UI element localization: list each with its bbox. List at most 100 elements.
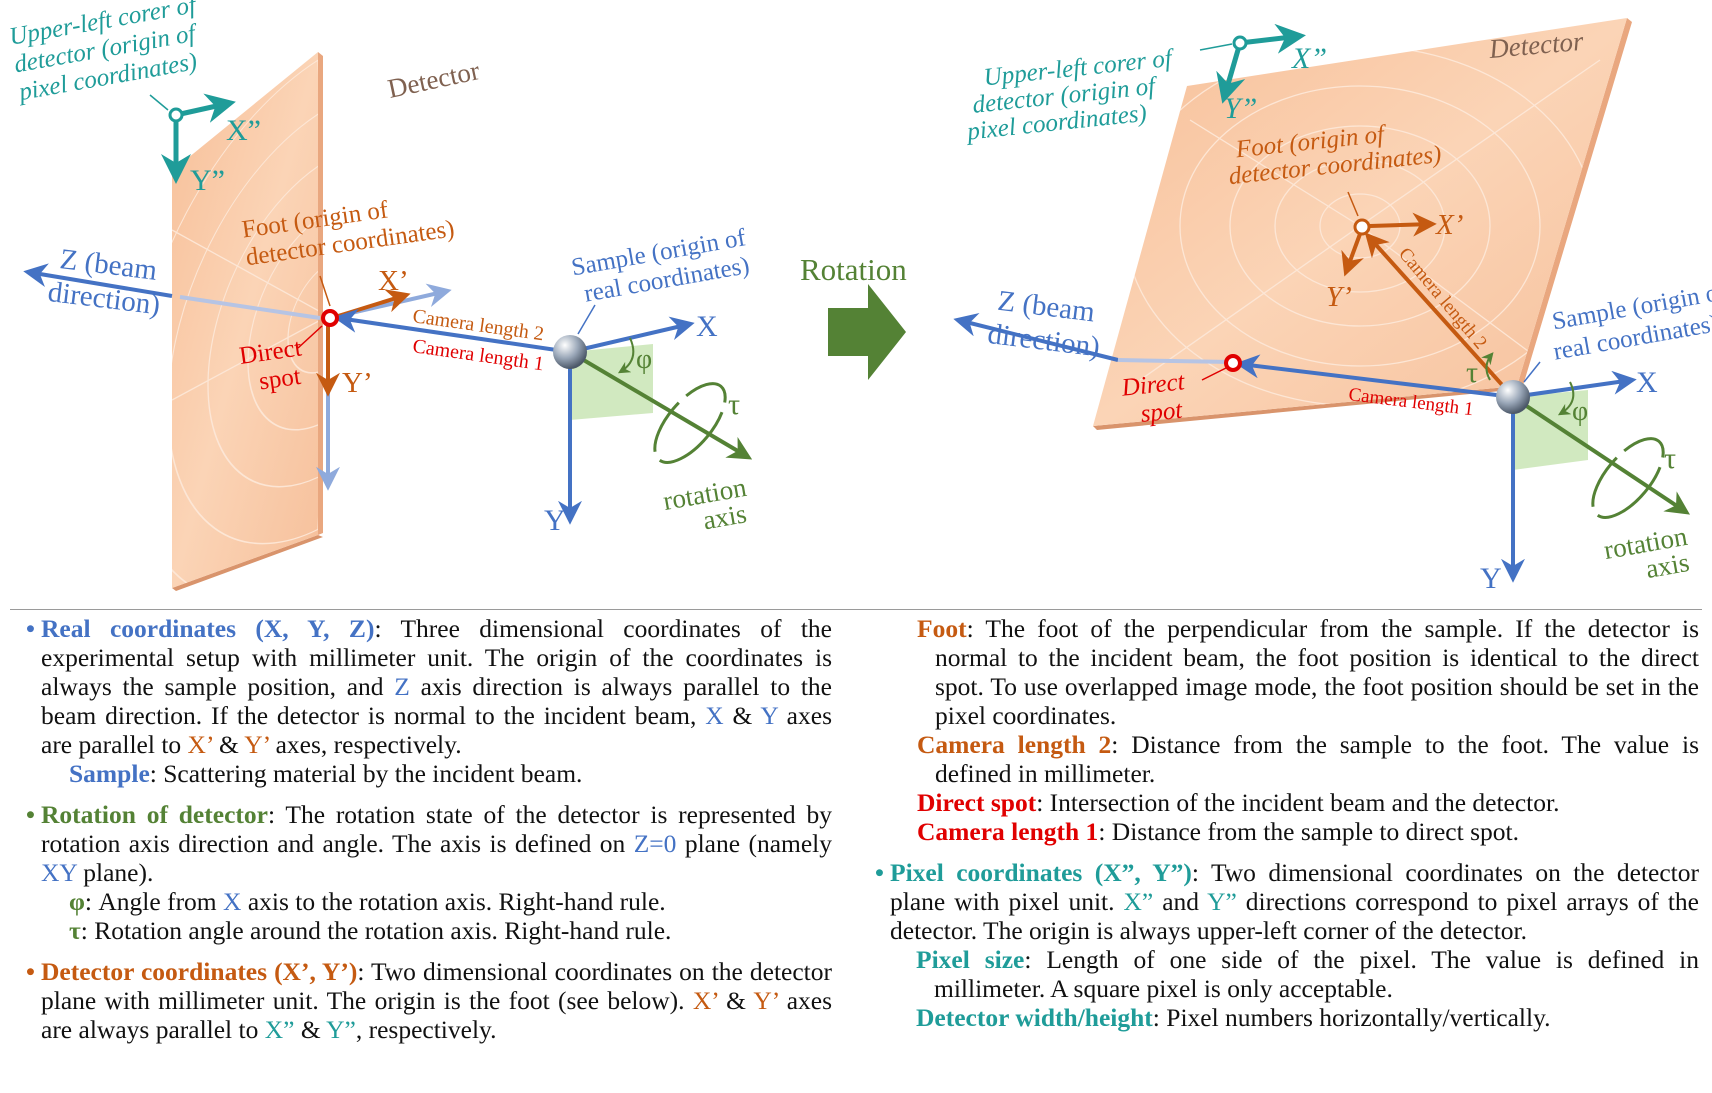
left-y-label: Y <box>544 504 566 537</box>
right-ypp-axis <box>1216 42 1246 104</box>
pixel-coordinates-title: Pixel coordinates (X”, Y”) <box>890 858 1192 887</box>
right-detector-bottom-edge <box>1093 386 1522 430</box>
left-tau-ring <box>653 382 727 464</box>
right-z-label: Z (beam direction) <box>986 285 1102 364</box>
left-xpp-label: X” <box>226 114 261 147</box>
right-rotation-axis-label: rotation axis <box>1602 521 1692 584</box>
right-z-axis-ghost <box>1117 358 1233 364</box>
bullet: • <box>26 957 35 986</box>
left-z-label: Z (beam direction) <box>46 243 162 321</box>
right-corner-leader <box>1199 43 1233 51</box>
right-corner-label: Upper-left corer of detector (origin of … <box>964 45 1176 146</box>
left-camera-length-line <box>333 308 571 354</box>
left-ypp-label: Y” <box>190 164 225 197</box>
left-xpp-axis <box>175 93 236 123</box>
right-z-axis <box>953 313 1119 362</box>
right-tau-near-label: τ <box>1466 356 1478 389</box>
left-sample-sphere <box>553 335 587 369</box>
left-xp-label: X’ <box>378 265 409 297</box>
left-sample-label: Sample (origin of real coordinates) <box>569 224 751 308</box>
right-phi-label: φ <box>1572 396 1588 427</box>
right-x-label: X <box>1636 366 1658 399</box>
right-xpp-label: X” <box>1291 42 1327 75</box>
left-detector-edge <box>318 52 323 535</box>
right-foot-leader <box>1347 191 1359 217</box>
sample-definition: Sample: Scattering material by the incid… <box>69 759 583 788</box>
right-tau-arc <box>1481 352 1494 381</box>
real-coordinates-title: Real coordinates (X, Y, Z) <box>41 614 375 643</box>
rotation-arrow-icon <box>828 284 906 380</box>
right-ypp-label: Y” <box>1224 92 1257 125</box>
left-sample-leader <box>577 304 596 335</box>
right-foot-point <box>1353 218 1371 236</box>
section-divider <box>10 609 1702 610</box>
coordinate-system-diagram: Detector X” Y” Upper-left corer of detec… <box>7 0 1712 595</box>
foot-definition: Foot: The foot of the perpendicular from… <box>917 614 1699 730</box>
right-sample-leader <box>1523 361 1541 383</box>
detector-width-height-definition: Detector width/height: Pixel numbers hor… <box>916 1003 1551 1032</box>
left-detector-plate <box>172 52 318 588</box>
right-y-label: Y <box>1480 562 1502 595</box>
svg-text:spot: spot <box>257 363 302 396</box>
right-scene: Detector X” Y” Upper-left corer of detec… <box>953 18 1712 595</box>
left-corner-label: Upper-left corer of detector (origin of … <box>7 0 201 106</box>
camera-length-1-definition: Camera length 1: Distance from the sampl… <box>917 817 1519 846</box>
svg-text:spot: spot <box>1139 397 1184 428</box>
tau-definition: τ: Rotation angle around the rotation ax… <box>69 916 672 945</box>
left-foot-leader <box>319 275 331 307</box>
left-detector-bottom-edge <box>172 535 323 591</box>
right-tau-ring <box>1591 437 1665 519</box>
left-direct-spot <box>321 309 339 327</box>
left-rotation-axis <box>568 350 753 460</box>
right-camera2-line <box>1364 232 1515 399</box>
left-yp-label: Y’ <box>342 367 373 399</box>
left-direct-leader <box>297 325 323 349</box>
right-yp-label: Y’ <box>1326 281 1352 313</box>
detector-coordinates-item: • Detector coordinates (X’, Y’): Two dim… <box>26 957 832 1044</box>
left-phi-label: φ <box>636 344 652 375</box>
detector-coordinates-title: Detector coordinates (X’, Y’) <box>41 957 358 986</box>
right-xp-axis <box>1369 212 1437 237</box>
right-sample-sphere <box>1496 380 1530 414</box>
right-direct-leader <box>1201 367 1227 381</box>
phi-definition: φ: Angle from X axis to the rotation axi… <box>69 887 666 916</box>
right-rotation-axis <box>1511 395 1690 515</box>
left-phi-arc <box>617 337 635 374</box>
left-scene: Detector X” Y” Upper-left corer of detec… <box>7 0 753 591</box>
right-detector-edge <box>1517 18 1632 389</box>
right-sample-label: Sample (origin of real coordinates) <box>1550 278 1712 366</box>
right-direct-spot <box>1224 354 1242 372</box>
left-z-axis-ghost <box>179 295 321 320</box>
right-phi-arc <box>1557 381 1575 416</box>
rotation-label: Rotation <box>800 252 907 287</box>
rotation-transition: Rotation <box>800 252 907 380</box>
svg-text:axis: axis <box>701 498 749 535</box>
left-tau-label: τ <box>728 388 740 421</box>
bullet: • <box>875 858 884 887</box>
left-pixel-origin <box>168 107 184 123</box>
right-xp-label: X’ <box>1435 209 1463 241</box>
left-xp-axis <box>334 289 411 319</box>
left-detector-rings <box>172 52 318 588</box>
rotation-item: • Rotation of detector: The rotation sta… <box>26 800 832 945</box>
right-tau-label: τ <box>1664 442 1676 475</box>
bullet: • <box>26 800 35 829</box>
definitions-left-column: • Real coordinates (X, Y, Z): Three dime… <box>24 614 832 1056</box>
right-yp-axis <box>1341 233 1364 277</box>
right-direct-spot-label: Direct spot <box>1119 368 1186 428</box>
direct-spot-definition: Direct spot: Intersection of the inciden… <box>917 788 1560 817</box>
left-z-axis-back <box>23 263 173 298</box>
left-rotation-axis-label: rotation axis <box>661 472 749 536</box>
real-coordinates-item: • Real coordinates (X, Y, Z): Three dime… <box>26 614 832 788</box>
definitions-right-column: Foot: The foot of the perpendicular from… <box>875 614 1699 1044</box>
pixel-size-definition: Pixel size: Length of one side of the pi… <box>916 945 1699 1003</box>
pixel-coordinates-item: • Pixel coordinates (X”, Y”): Two dimens… <box>875 858 1699 1032</box>
right-xpp-axis <box>1239 23 1306 54</box>
left-x-label: X <box>696 310 718 343</box>
right-camera1-line <box>1235 354 1514 399</box>
left-corner-leader <box>149 94 169 111</box>
svg-text:axis: axis <box>1643 547 1691 584</box>
left-detector-label: Detector <box>385 55 482 104</box>
camera-length-2-definition: Camera length 2: Distance from the sampl… <box>917 730 1699 788</box>
rotation-title: Rotation of detector <box>41 800 268 829</box>
